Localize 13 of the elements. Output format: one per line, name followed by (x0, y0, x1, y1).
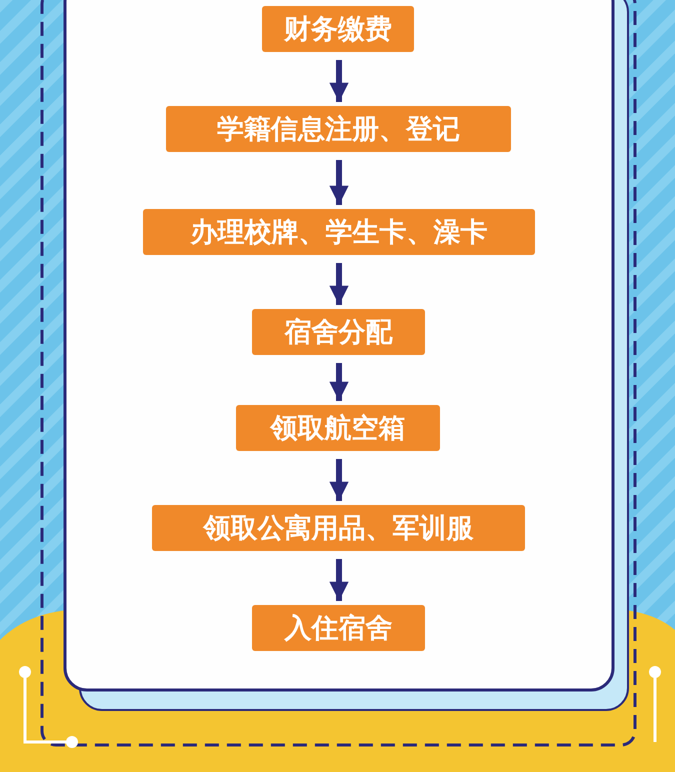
process-box: 办理校牌、学生卡、澡卡 (143, 209, 535, 255)
arrow (329, 363, 349, 401)
arrow (329, 263, 349, 305)
arrow (329, 160, 349, 205)
arrow (329, 559, 349, 601)
process-box: 领取航空箱 (236, 405, 440, 451)
process-box: 领取公寓用品、军训服 (152, 505, 525, 551)
process-box: 学籍信息注册、登记 (166, 106, 511, 152)
arrow (329, 459, 349, 501)
process-box: 宿舍分配 (252, 309, 425, 355)
process-box: 财务缴费 (262, 6, 414, 52)
arrow (329, 60, 349, 102)
process-box: 入住宿舍 (252, 605, 425, 651)
